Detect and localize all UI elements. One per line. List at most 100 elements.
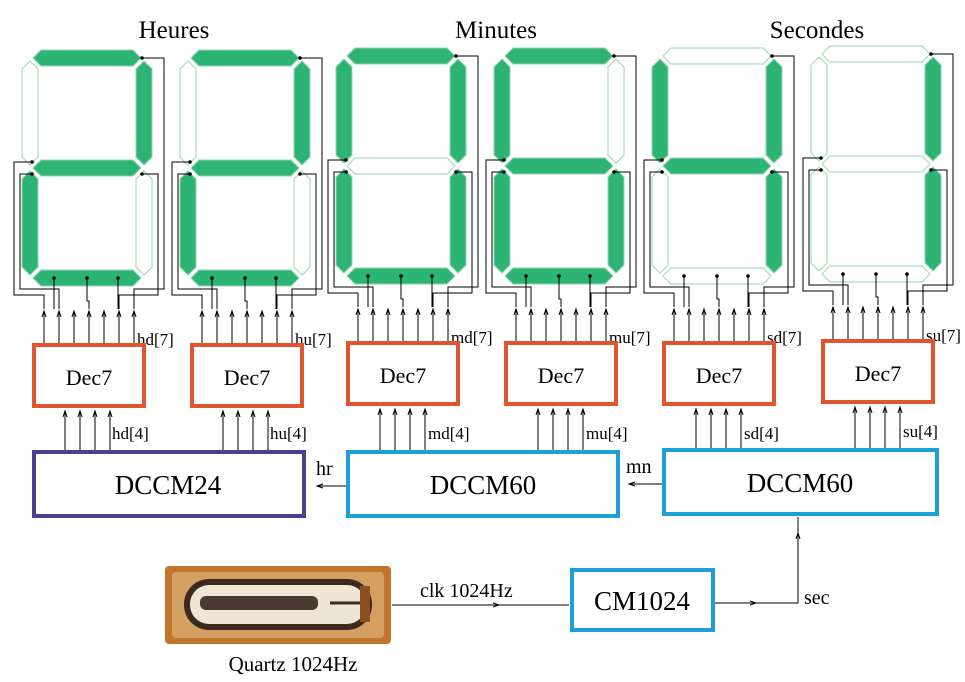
- digit-sd-segment-upper-left: [651, 58, 669, 164]
- digit-hd-wiring: [13, 57, 165, 309]
- counter-seconds-box: [662, 448, 939, 516]
- digit-md-segment-lower-left: [335, 168, 353, 274]
- digit-su-tap-1: [819, 168, 823, 172]
- digit-mu-tap-1: [502, 170, 506, 174]
- digit-mu-tap-2: [612, 170, 616, 174]
- title-seconds: Secondes: [770, 17, 864, 44]
- digit-su-tap-2: [929, 168, 933, 172]
- bus7-md: [355, 307, 451, 364]
- digit-mu: mu[7]: [485, 47, 651, 364]
- digit-sd-segment-upper-right: [765, 58, 783, 164]
- digit-md-tap-3: [454, 54, 458, 58]
- digit-sd-tap-0: [660, 158, 664, 162]
- digit-hd-tap-0: [30, 160, 34, 164]
- digit-su-segment-upper-left: [810, 56, 828, 162]
- bus7-su: [830, 305, 926, 362]
- counter-hours-label: DCCM24: [115, 470, 222, 500]
- digit-hd-segment-top: [32, 49, 142, 67]
- digit-hu-segment-upper-left: [179, 60, 197, 166]
- digit-hu-tap-5: [243, 276, 247, 280]
- digit-hd-tap-4: [52, 276, 56, 280]
- decoder-md-box: [346, 341, 460, 406]
- digit-su-tap-4: [841, 272, 845, 276]
- decoder-mu: Dec7: [504, 341, 618, 406]
- decoders: Dec7 Dec7 Dec7 Dec7 Dec7 Dec7: [32, 339, 935, 408]
- digit-su-tap-6: [905, 272, 909, 276]
- digit-hu-segment-lower-left: [179, 170, 197, 276]
- bus4-hu-label: hu[4]: [270, 424, 307, 443]
- bus4-hd: hd[4]: [62, 409, 149, 452]
- bus7-md-label: md[7]: [451, 328, 493, 347]
- decoder-hu-box: [190, 343, 304, 408]
- sec-wire: sec: [715, 517, 830, 609]
- quartz-label: Quartz 1024Hz: [229, 652, 358, 676]
- divider-label: CM1024: [594, 586, 691, 616]
- digit-hu-tap-4: [210, 276, 214, 280]
- digit-hd-tap-6: [116, 276, 120, 280]
- decoder-hd-label: Dec7: [66, 365, 112, 390]
- decoder-md-label: Dec7: [380, 363, 426, 388]
- digit-hu-tap-2: [298, 172, 302, 176]
- digit-md-tap-4: [366, 274, 370, 278]
- digit-su-tap-5: [874, 272, 878, 276]
- decoder-su: Dec7: [821, 339, 935, 404]
- quartz-element: [200, 596, 318, 610]
- decoder-hd-box: [32, 343, 146, 408]
- digit-mu-tap-4: [524, 274, 528, 278]
- digit-hu-tap-6: [274, 276, 278, 280]
- digit-hu: hu[7]: [171, 49, 332, 366]
- digit-md-tap-2: [454, 170, 458, 174]
- decoder-hu: Dec7: [190, 343, 304, 408]
- bus4-sd-label: sd[4]: [744, 424, 779, 443]
- digit-hd-tap-3: [140, 56, 144, 60]
- decoder-sd: Dec7: [662, 341, 776, 406]
- digit-mu-segment-upper-left: [493, 58, 511, 164]
- digit-su-segment-lower-right: [924, 166, 942, 272]
- quartz-crystal-image: [165, 566, 391, 644]
- bus7-hd: [41, 309, 137, 366]
- quartz-end-cap: [360, 586, 370, 622]
- decoder-mu-label: Dec7: [538, 363, 584, 388]
- digit-mu-segment-upper-right: [607, 58, 625, 164]
- digit-hu-segment-upper-right: [293, 60, 311, 166]
- counter-hours-box: [32, 450, 306, 518]
- bus4-mu-label: mu[4]: [586, 424, 628, 443]
- bcd-buses: hd[4] hu[4] md[4] mu[4] sd[4] su[4]: [62, 405, 938, 452]
- digit-sd-segment-middle: [662, 157, 772, 175]
- digit-mu-segment-lower-left: [493, 168, 511, 274]
- decoder-su-label: Dec7: [855, 361, 901, 386]
- digit-hu-segment-lower-right: [293, 170, 311, 276]
- digit-su-segment-top: [821, 45, 931, 63]
- digit-su-wiring: [802, 53, 954, 305]
- decoder-sd-label: Dec7: [696, 363, 742, 388]
- digit-sd-tap-4: [682, 274, 686, 278]
- counter-seconds-label: DCCM60: [747, 468, 854, 498]
- carry-mn-label: mn: [626, 456, 652, 478]
- digit-su-tap-3: [929, 52, 933, 56]
- digit-md-segment-top: [346, 47, 456, 65]
- digit-hu-segment-middle: [190, 159, 300, 177]
- digit-su-tap-0: [819, 156, 823, 160]
- counter-minutes-box: [346, 450, 620, 518]
- decoder-sd-box: [662, 341, 776, 406]
- digit-su-segment-upper-right: [924, 56, 942, 162]
- carry-mn: mn: [626, 456, 662, 487]
- bus4-md: md[4]: [377, 407, 470, 452]
- counters: DCCM24 DCCM60 DCCM60 CM1024: [32, 448, 939, 632]
- digit-sd: sd[7]: [643, 47, 802, 364]
- digit-md-segment-upper-right: [449, 58, 467, 164]
- digit-hd-segment-lower-left: [21, 170, 39, 276]
- digit-su-segment-lower-left: [810, 166, 828, 272]
- digit-mu-tap-6: [588, 274, 592, 278]
- digit-sd-segment-lower-left: [651, 168, 669, 274]
- bus4-mu: mu[4]: [535, 407, 628, 452]
- sec-label: sec: [804, 587, 830, 609]
- digit-hd: hd[7]: [13, 49, 174, 366]
- decoder-mu-box: [504, 341, 618, 406]
- digit-md-tap-6: [430, 274, 434, 278]
- digit-hu-tap-3: [298, 56, 302, 60]
- decoder-hd: Dec7: [32, 343, 146, 408]
- digit-mu-wiring: [485, 55, 637, 307]
- digit-md-segment-upper-left: [335, 58, 353, 164]
- digit-hd-segment-upper-right: [135, 60, 153, 166]
